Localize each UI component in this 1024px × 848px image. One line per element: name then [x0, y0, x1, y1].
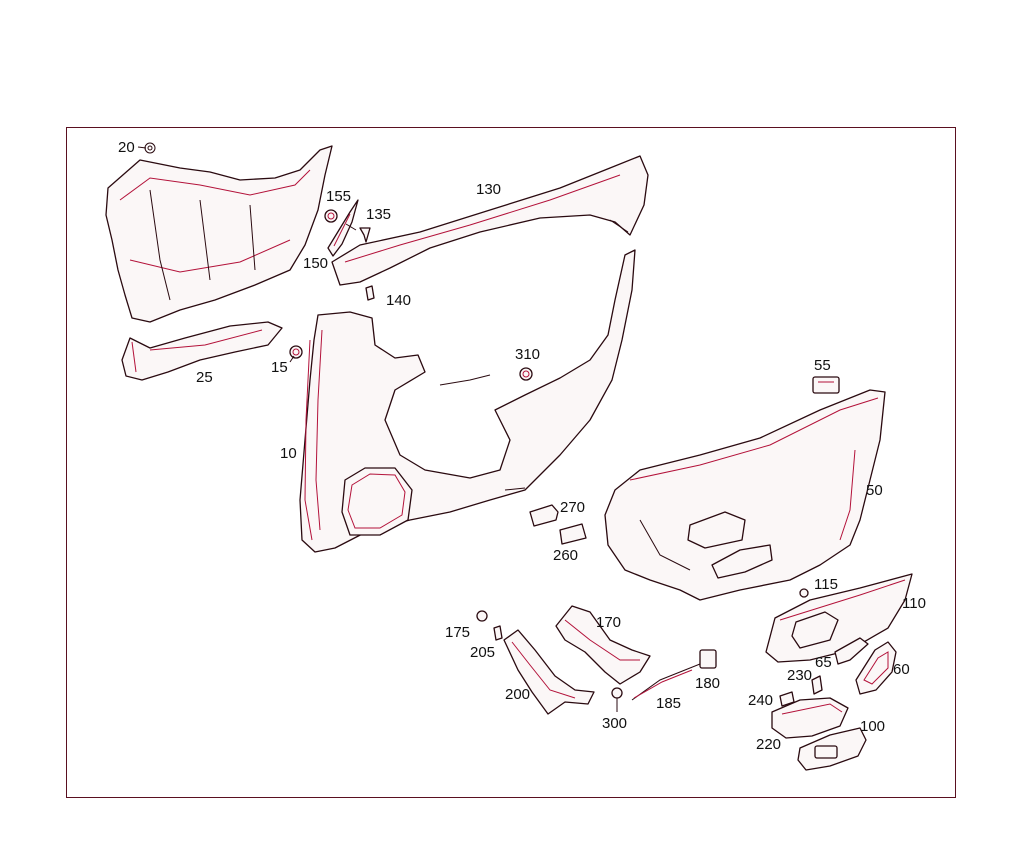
part-310-clip — [519, 367, 533, 381]
part-10-door-panel — [299, 249, 636, 553]
callout-25: 25 — [196, 369, 213, 386]
part-205-clip — [493, 625, 503, 641]
callout-230: 230 — [787, 667, 812, 684]
callout-15: 15 — [271, 359, 288, 376]
callout-155: 155 — [326, 188, 351, 205]
part-155-nut — [324, 209, 338, 223]
callout-180: 180 — [695, 675, 720, 692]
part-185-cable — [631, 661, 706, 701]
callout-110: 110 — [902, 595, 926, 612]
callout-310: 310 — [515, 346, 540, 363]
callout-175: 175 — [445, 624, 470, 641]
part-150-bracket — [327, 199, 359, 257]
part-55-switch — [812, 376, 840, 394]
callout-115: 115 — [814, 576, 838, 593]
callout-100: 100 — [860, 718, 885, 735]
callout-55: 55 — [814, 357, 831, 374]
part-180-connector — [699, 649, 717, 669]
part-25-trim-strip — [121, 321, 283, 381]
callout-150: 150 — [303, 255, 328, 272]
callout-300: 300 — [602, 715, 627, 732]
part-115-screw — [799, 588, 809, 598]
leader-lines — [137, 146, 357, 363]
part-300-screw — [611, 687, 623, 712]
part-200-trim — [503, 629, 595, 715]
callout-10: 10 — [280, 445, 297, 462]
callout-220: 220 — [756, 736, 781, 753]
part-65-bezel — [834, 637, 869, 665]
diagram-frame — [66, 127, 956, 798]
part-110-armrest — [765, 573, 913, 663]
part-100-switch-panel — [797, 727, 867, 771]
part-220-handle — [771, 697, 849, 739]
part-175-screw — [476, 610, 488, 622]
part-140-clip — [365, 285, 375, 301]
callout-20: 20 — [118, 139, 135, 156]
callout-260: 260 — [553, 547, 578, 564]
part-20-upper-bracket — [105, 142, 333, 323]
part-60-bezel-ring — [855, 641, 897, 695]
callout-170: 170 — [596, 614, 621, 631]
part-50-carrier — [604, 389, 886, 601]
callout-60: 60 — [893, 661, 910, 678]
callout-270: 270 — [560, 499, 585, 516]
callout-65: 65 — [815, 654, 832, 671]
callout-50: 50 — [866, 482, 883, 499]
callout-185: 185 — [656, 695, 681, 712]
callout-205: 205 — [470, 644, 495, 661]
callout-240: 240 — [748, 692, 773, 709]
part-130-window-trim — [331, 155, 649, 286]
part-135-screw — [359, 227, 371, 243]
part-260-cover — [559, 523, 587, 545]
part-15-clip — [289, 345, 303, 359]
part-170-bracket — [555, 605, 651, 685]
callout-135: 135 — [366, 206, 391, 223]
part-270-cover — [529, 504, 559, 527]
part-230-clip — [811, 675, 823, 695]
callout-140: 140 — [386, 292, 411, 309]
callout-130: 130 — [476, 181, 501, 198]
callout-200: 200 — [505, 686, 530, 703]
